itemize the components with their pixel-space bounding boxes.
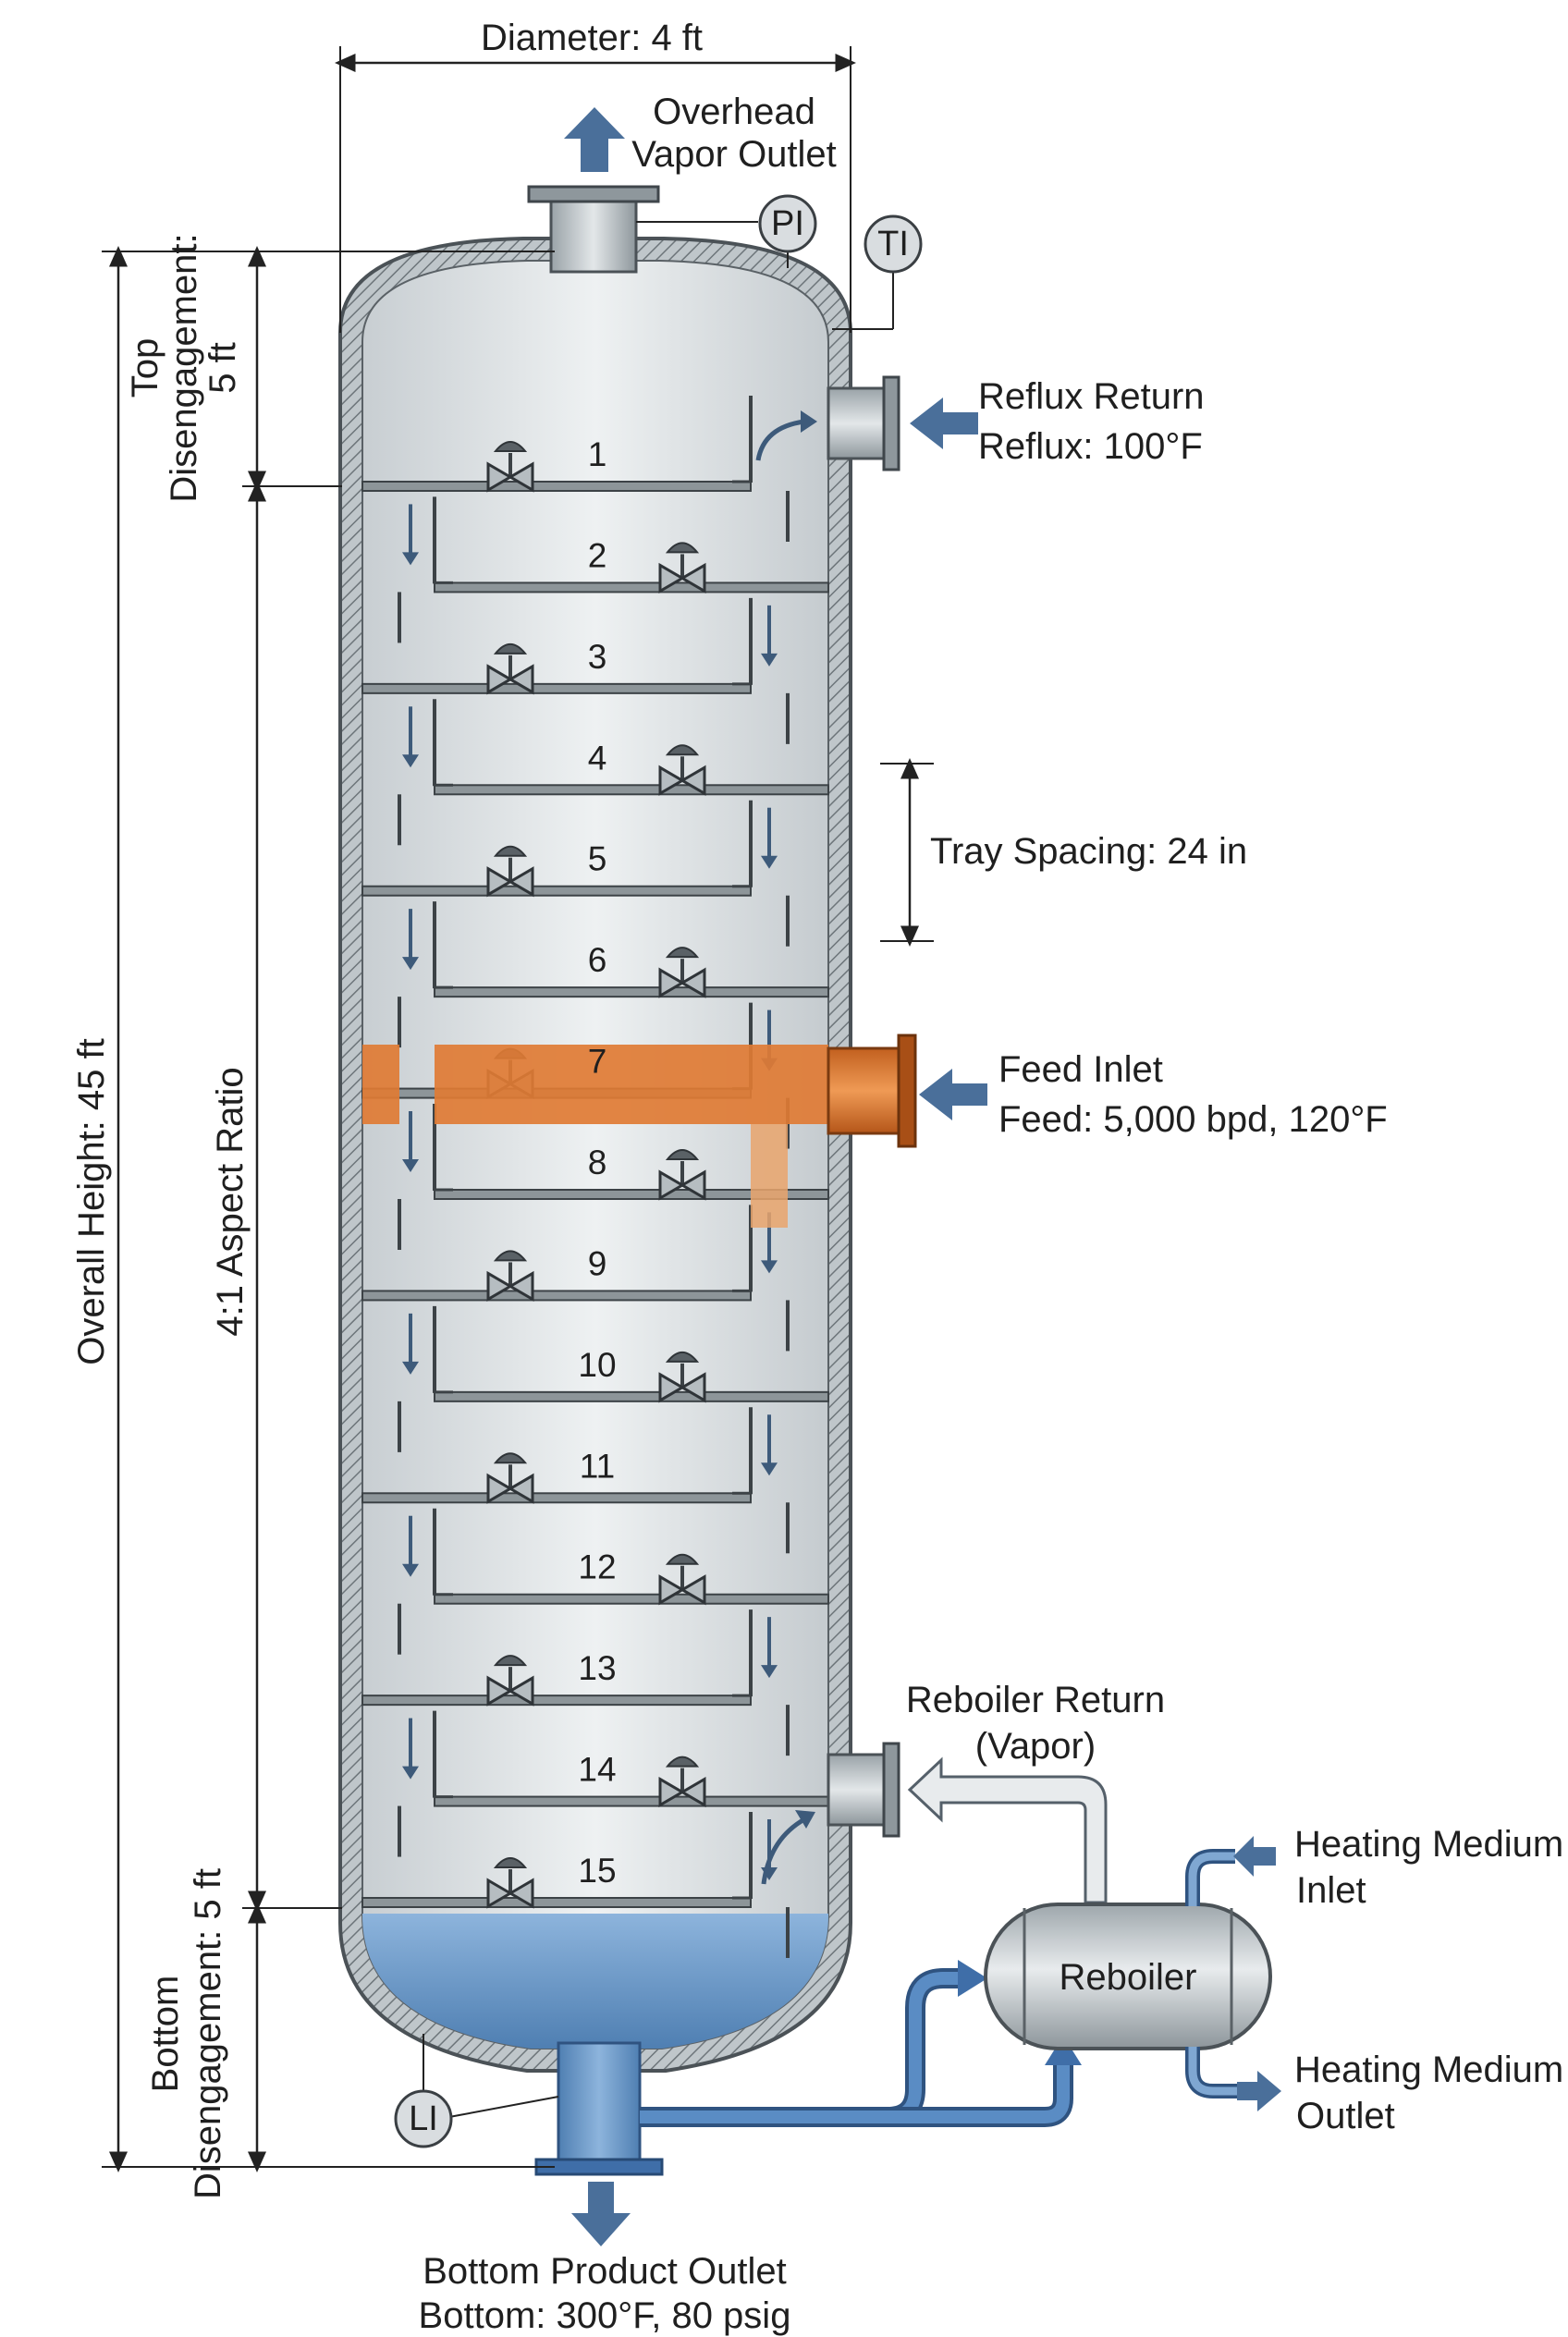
reboiler-return-curved-arrow: [761, 1817, 806, 1885]
heating-inlet-label-line1: Heating Medium: [1294, 1824, 1563, 1865]
bottom-disengagement-dimension: Bottom Disengagement: 5 ft: [145, 1868, 342, 2199]
top-disengagement-dimension: Top Disengagement: 5 ft: [125, 233, 342, 503]
tray-label-2: 2: [588, 536, 607, 574]
heating-inlet-arrow: [1233, 1836, 1276, 1877]
tray-11: [361, 1407, 790, 1554]
aspect-ratio-dimension: 4:1 Aspect Ratio: [210, 481, 266, 1912]
overall-height-label: Overall Height: 45 ft: [71, 1038, 112, 1365]
tray-label-13: 13: [578, 1649, 616, 1687]
overhead-label-line2: Vapor Outlet: [631, 134, 837, 175]
reflux-nozzle: [827, 375, 900, 471]
heating-outlet-label-line1: Heating Medium: [1294, 2049, 1563, 2090]
tray-label-11: 11: [580, 1447, 615, 1485]
reboiler-return-nozzle: [827, 1742, 900, 1838]
tray-2: [398, 496, 829, 643]
tray-5: [361, 800, 790, 947]
bottom-nozzle: [534, 2041, 664, 2176]
overhead-label-line1: Overhead: [653, 92, 815, 132]
tray-1: [361, 396, 790, 542]
tray-4: [398, 699, 829, 846]
tray-6: [398, 901, 829, 1048]
reflux-label-line1: Reflux Return: [978, 376, 1205, 417]
diameter-label: Diameter: 4 ft: [481, 18, 703, 58]
heating-medium-outlet: [1185, 2047, 1281, 2111]
top-disengagement-line3: 5 ft: [202, 342, 243, 394]
diameter-dimension: Diameter: 4 ft: [335, 18, 856, 333]
tray-label-12: 12: [578, 1548, 616, 1586]
tray-label-14: 14: [578, 1751, 616, 1789]
bottom-disengagement-line1: Bottom: [145, 1976, 186, 2093]
tray-label-7: 7: [588, 1043, 607, 1081]
top-disengagement-line2: Disengagement:: [164, 233, 204, 502]
tray-label-8: 8: [588, 1144, 607, 1181]
heating-outlet-arrow: [1237, 2071, 1281, 2111]
feed-label-line1: Feed Inlet: [998, 1049, 1163, 1090]
tray-label-9: 9: [588, 1244, 607, 1282]
aspect-ratio-label: 4:1 Aspect Ratio: [210, 1067, 251, 1336]
pressure-indicator-label: PI: [771, 204, 804, 243]
feed-nozzle: [827, 1034, 917, 1148]
reflux-curved-arrow: [755, 419, 805, 461]
reflux-label-line2: Reflux: 100°F: [978, 426, 1203, 467]
overhead-vapor-arrow: [564, 107, 625, 172]
tray-label-4: 4: [588, 739, 607, 777]
heating-outlet-label-line2: Outlet: [1296, 2096, 1395, 2136]
reflux-curved-arrowhead: [801, 410, 817, 433]
temperature-indicator-label: TI: [877, 225, 909, 263]
reflux-inlet-arrow: [910, 398, 978, 449]
reboiler-return-label-line1: Reboiler Return: [906, 1680, 1165, 1720]
tray-12: [398, 1508, 829, 1655]
tray-spacing-label: Tray Spacing: 24 in: [930, 831, 1247, 872]
tray-label-1: 1: [588, 435, 607, 473]
overall-height-dimension: Overall Height: 45 ft: [71, 246, 555, 2172]
reboiler-return-curved-arrowhead: [795, 1810, 815, 1829]
reboiler: Reboiler: [984, 1903, 1272, 2050]
pressure-indicator: PI: [636, 194, 817, 268]
temperature-indicator: TI: [832, 214, 923, 330]
heating-inlet-label-line2: Inlet: [1296, 1870, 1366, 1911]
reboiler-return-label-line2: (Vapor): [975, 1726, 1096, 1767]
tray-10: [398, 1305, 829, 1452]
overhead-nozzle: [527, 185, 660, 274]
reboiler-label: Reboiler: [1060, 1957, 1197, 1998]
tray-3: [361, 597, 790, 744]
bottom-product-label-line2: Bottom: 300°F, 80 psig: [419, 2295, 791, 2336]
level-indicator-label: LI: [409, 2099, 438, 2138]
tray-label-10: 10: [578, 1346, 616, 1384]
bottom-disengagement-line2: Disengagement: 5 ft: [188, 1868, 228, 2199]
tray-label-15: 15: [578, 1852, 616, 1890]
tray-label-3: 3: [588, 638, 607, 676]
bottom-product-label-line1: Bottom Product Outlet: [423, 2251, 787, 2292]
reboiler-vapor-return-pipe: [907, 1756, 1108, 1904]
feed-label-line2: Feed: 5,000 bpd, 120°F: [998, 1099, 1388, 1140]
top-disengagement-line1: Top: [125, 338, 165, 398]
level-indicator: LI: [394, 2034, 559, 2148]
heating-medium-inlet: [1185, 1836, 1276, 1906]
feed-inlet-arrow: [919, 1069, 987, 1120]
bottom-liquid: [362, 1914, 828, 2049]
feed-tray-highlight: [362, 1045, 828, 1228]
tray-spacing-dimension: Tray Spacing: 24 in: [880, 758, 1247, 947]
tray-13: [361, 1609, 790, 1756]
tray-label-6: 6: [588, 941, 607, 979]
tray-14: [398, 1710, 829, 1857]
tray-label-5: 5: [588, 840, 607, 878]
bottom-product-arrow: [571, 2182, 631, 2246]
tray-9: [361, 1205, 790, 1352]
